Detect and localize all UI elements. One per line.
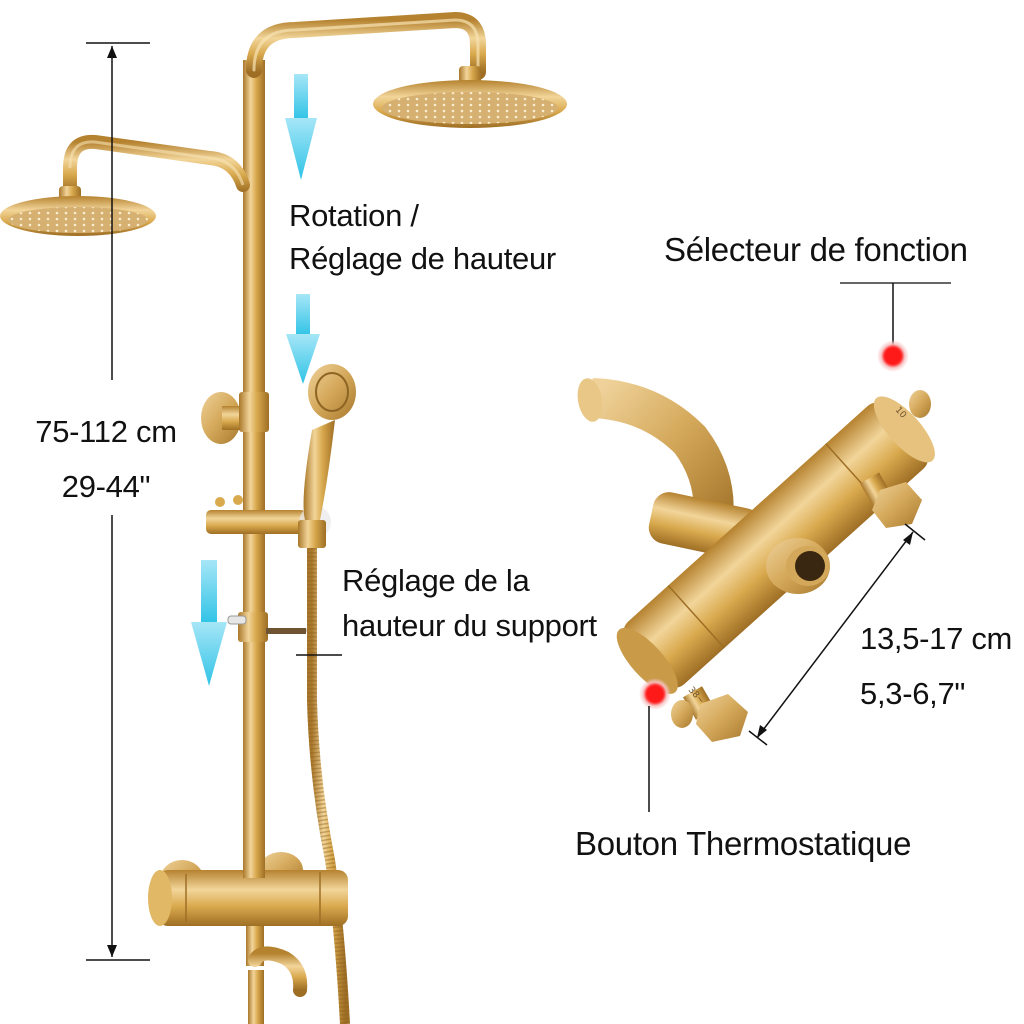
support-label-line1: Réglage de la (342, 563, 530, 598)
selector-stop-button (909, 390, 931, 418)
function-selector-callout (840, 282, 951, 372)
valve-length-label: 13,5-17 cm 5,3-6,7" (860, 611, 1012, 721)
arrow-support (191, 560, 227, 686)
rotation-label-line2: Réglage de hauteur (289, 241, 556, 276)
support-label-line2: hauteur du support (342, 608, 597, 643)
thermostatic-knob-callout (639, 678, 671, 812)
inlet-nut-bottom (682, 686, 748, 742)
arrow-handshower (286, 294, 320, 384)
valve-length-imperial: 5,3-6,7" (860, 676, 966, 711)
total-height-label: 75-112 cm 29-44" (26, 404, 186, 514)
rotation-label-line1: Rotation / (289, 198, 419, 233)
outlet-port (766, 538, 830, 594)
valve-length-metric: 13,5-17 cm (860, 621, 1013, 656)
wall-bracket (201, 392, 269, 444)
shower-column (0, 11, 567, 1024)
rotation-height-label: Rotation / Réglage de hauteur (289, 194, 556, 280)
rain-shower-head-large (373, 66, 567, 128)
arrow-rotation (285, 74, 317, 180)
height-dimension-line (86, 42, 150, 961)
handshower-holder (227, 612, 314, 642)
hand-shower (298, 364, 356, 548)
thermostat-stop-button (671, 700, 693, 728)
support-height-label: Réglage de la hauteur du support (342, 558, 597, 648)
inlet-nut-top (859, 472, 922, 528)
total-height-metric: 75-112 cm (35, 414, 177, 449)
valve-closeup: 38~ 10 (577, 378, 935, 742)
thermostatic-knob-label: Bouton Thermostatique (575, 825, 912, 862)
function-selector-label: Sélecteur de fonction (664, 231, 968, 268)
rain-shower-head-small (0, 186, 156, 236)
thermostatic-mixer (148, 852, 348, 1024)
total-height-imperial: 29-44" (61, 469, 151, 504)
valve-length-dimension-line (748, 523, 926, 746)
